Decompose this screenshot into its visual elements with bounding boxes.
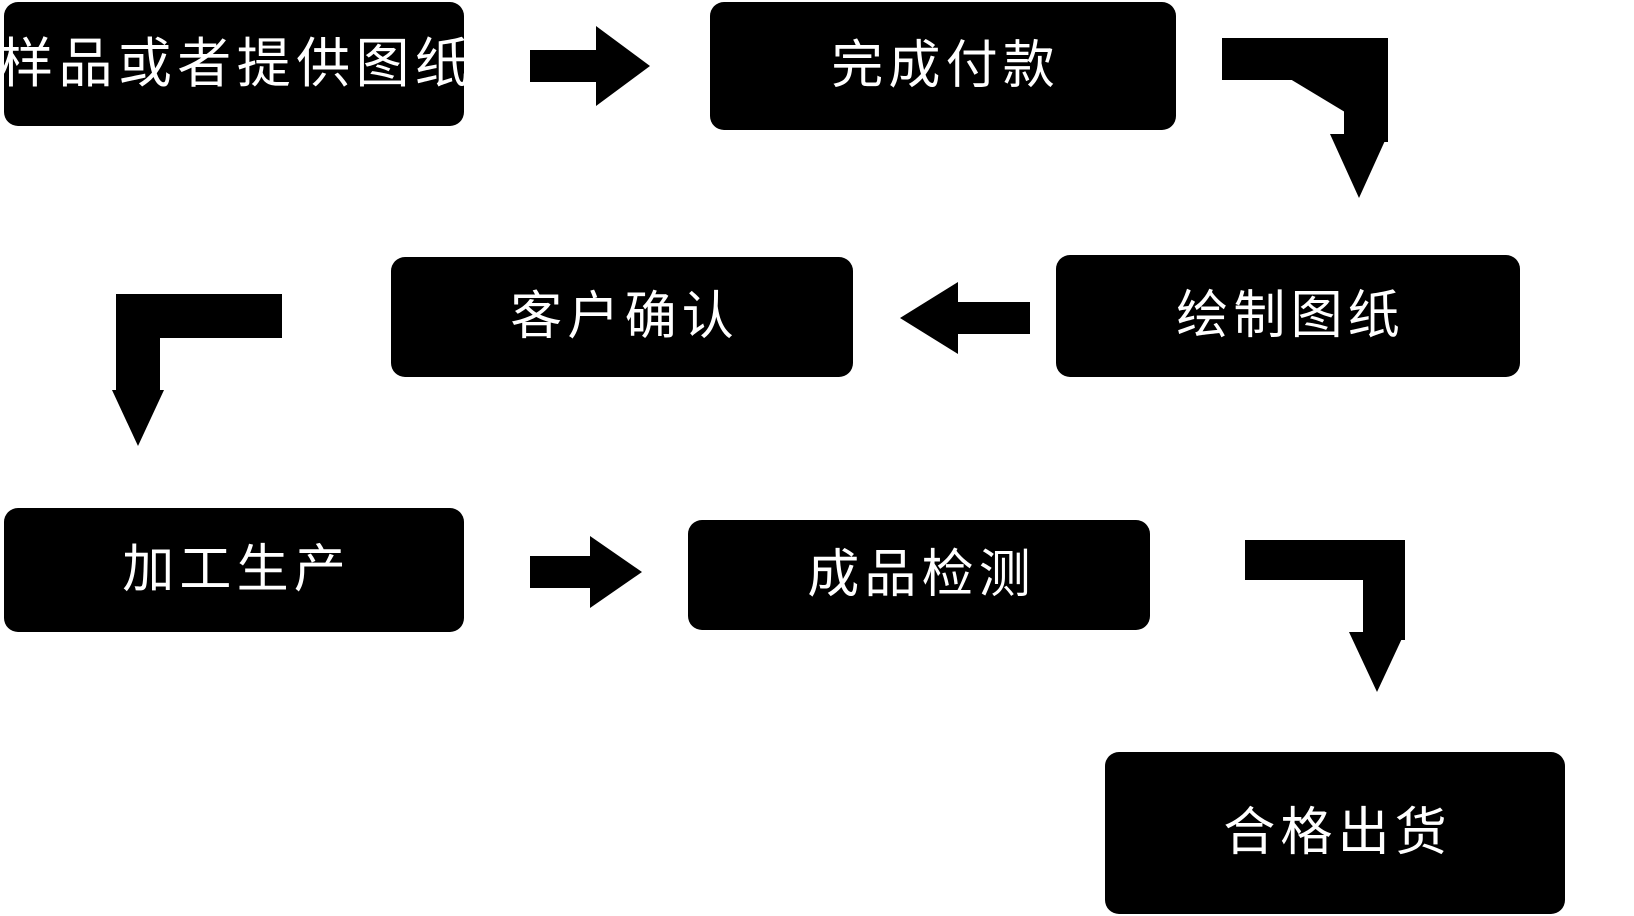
arrow-left-icon [900, 282, 1030, 354]
arrow-right-icon [530, 536, 642, 608]
elbow-arrow-left-down-icon [112, 294, 282, 446]
elbow-arrow-right-down-icon [1245, 540, 1405, 692]
flow-node-qualified-shipment[interactable]: 合格出货 [1105, 752, 1565, 914]
flow-node-complete-payment[interactable]: 完成付款 [710, 2, 1176, 130]
arrow-right-icon [530, 26, 650, 106]
flow-node-finished-product-inspection[interactable]: 成品检测 [688, 520, 1150, 630]
flow-node-customer-confirm[interactable]: 客户确认 [391, 257, 853, 377]
flow-node-processing-production[interactable]: 加工生产 [4, 508, 464, 632]
flow-node-draw-drawing[interactable]: 绘制图纸 [1056, 255, 1520, 377]
flow-node-sample-or-drawing[interactable]: 样品或者提供图纸 [0, 2, 469, 126]
elbow-arrow-right-down-icon [1222, 38, 1388, 198]
